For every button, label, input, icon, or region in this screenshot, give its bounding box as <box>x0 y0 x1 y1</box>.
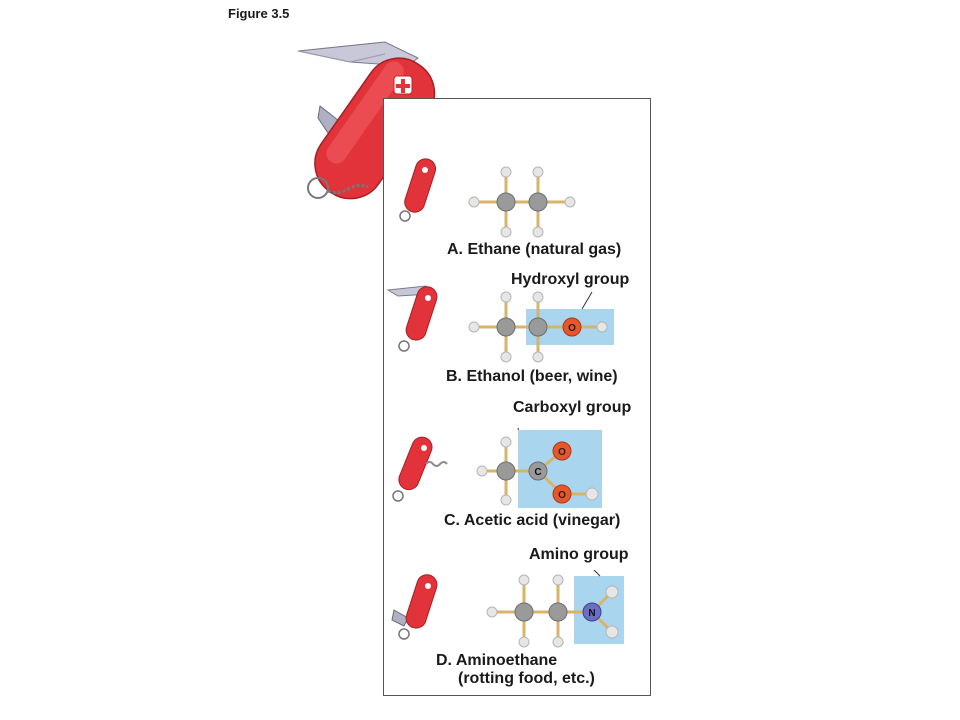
swiss-army-knife-illustration <box>297 41 465 200</box>
caption-letter: A. <box>447 241 463 258</box>
caption-letter: D. <box>436 652 452 669</box>
oxygen-atom-label: O <box>558 490 566 501</box>
group-label-amino: Amino group <box>529 546 629 563</box>
figure-label: Figure 3.5 <box>228 6 290 21</box>
caption-ethane: A. Ethane (natural gas) <box>447 241 621 259</box>
oxygen-atom-label: O <box>568 323 576 334</box>
caption-name: Acetic acid (vinegar) <box>463 512 621 529</box>
caption-aminoethane: D. Aminoethane (rotting food, etc.) <box>436 652 595 688</box>
mini-knife-blade-icon <box>386 285 438 352</box>
oxygen-atom-label: O <box>558 447 566 458</box>
acetic-acid-molecule: C O O <box>476 428 602 508</box>
carbon-atom-label: C <box>534 467 541 478</box>
aminoethane-molecule: N <box>486 570 624 648</box>
caption-letter: C. <box>444 512 460 529</box>
caption-name-line2: (rotting food, etc.) <box>458 670 595 687</box>
caption-letter: B. <box>446 368 462 385</box>
group-label-carboxyl: Carboxyl group <box>513 399 632 416</box>
ethane-molecule <box>468 166 576 238</box>
caption-name: Ethanol (beer, wine) <box>466 368 618 385</box>
nitrogen-atom-label: N <box>588 608 595 619</box>
caption-ethanol: B. Ethanol (beer, wine) <box>446 368 618 386</box>
caption-name: Aminoethane <box>455 652 558 669</box>
mini-knife-can-opener-icon <box>391 574 438 640</box>
caption-name: Ethane (natural gas) <box>467 241 622 258</box>
mini-knife-corkscrew-icon <box>392 436 448 502</box>
mini-knife-closed-icon <box>399 158 437 222</box>
group-label-hydroxyl: Hydroxyl group <box>511 271 630 288</box>
ethanol-molecule: O <box>468 291 614 363</box>
caption-acetic-acid: C. Acetic acid (vinegar) <box>444 512 620 530</box>
